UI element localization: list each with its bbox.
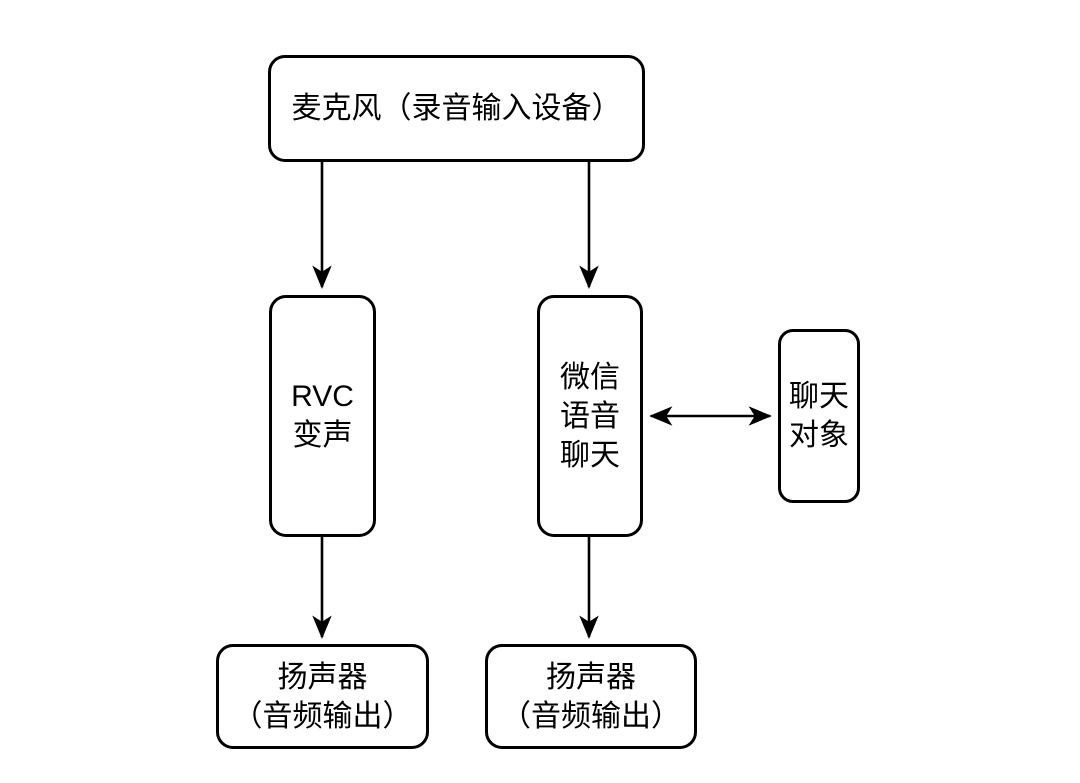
node-microphone: 麦克风（录音输入设备）	[268, 55, 645, 162]
node-speaker-left-label-line1: 扬声器	[277, 660, 368, 694]
node-microphone-label: 麦克风（录音输入设备）	[291, 92, 622, 125]
node-chat-partner-label-line2: 对象	[789, 419, 849, 452]
node-speaker-left: 扬声器 （音频输出）	[216, 644, 429, 749]
node-speaker-right-label-line1: 扬声器	[546, 660, 636, 694]
node-speaker-right-label-line2: （音频输出）	[501, 699, 681, 733]
node-chat-partner-label-line1: 聊天	[789, 380, 849, 413]
node-speaker-left-label-line2: （音频输出）	[232, 699, 413, 733]
node-speaker-right: 扬声器 （音频输出）	[485, 644, 697, 749]
node-wechat-label-line1: 微信	[560, 360, 620, 394]
node-rvc-voice-change: RVC 变声	[269, 295, 376, 537]
node-chat-partner: 聊天 对象	[778, 329, 860, 503]
node-rvc-label-line2: 变声	[292, 419, 353, 452]
node-wechat-label-line2: 语音	[560, 399, 620, 433]
node-rvc-label-line1: RVC	[291, 380, 354, 413]
node-wechat-voice-chat: 微信 语音 聊天	[537, 295, 643, 537]
node-wechat-label-line3: 聊天	[560, 438, 620, 472]
